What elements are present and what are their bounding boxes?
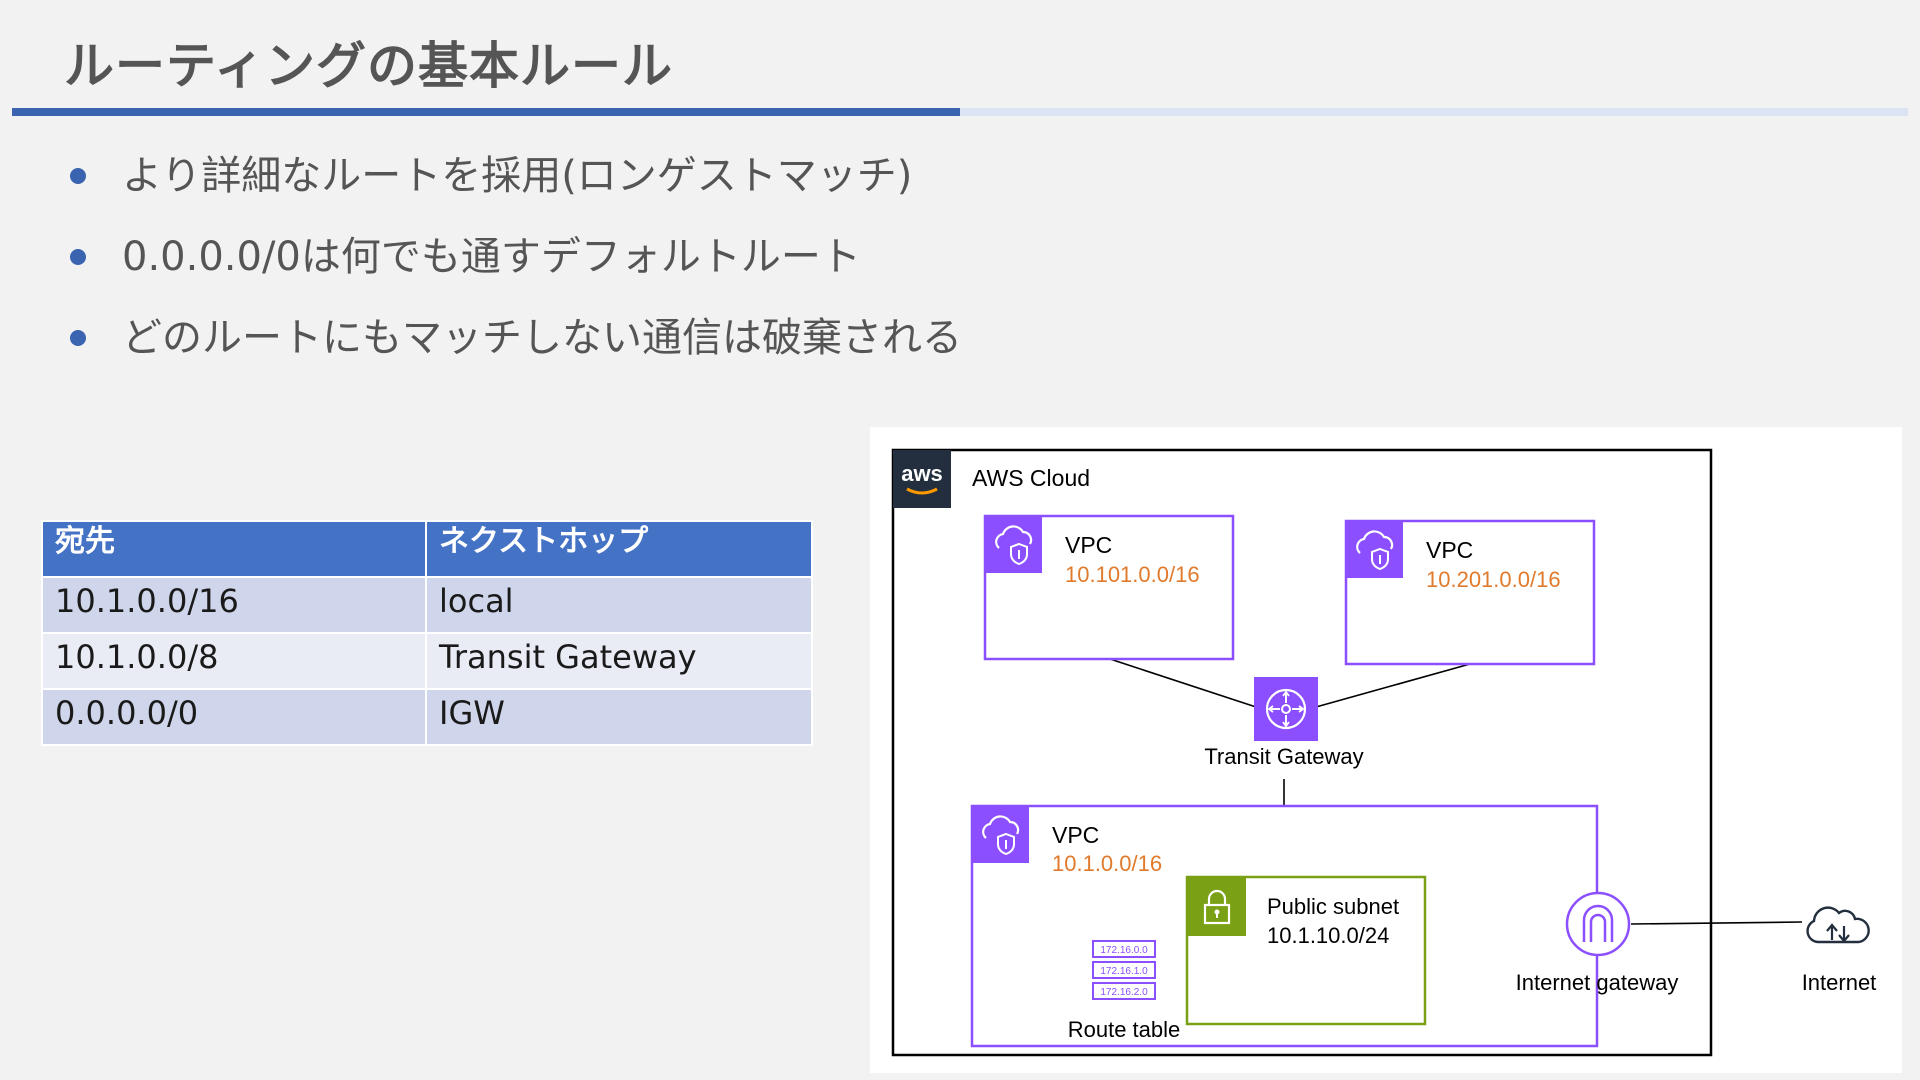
aws-smile-icon [906,487,938,495]
vpc-right-label: VPC [1426,537,1473,563]
internet-label: Internet [1802,970,1877,995]
vpc-right [1344,519,1596,666]
transit-gateway-icon-bg [1254,677,1318,741]
bullet-dot [70,249,86,265]
link-igw-internet [1630,921,1803,925]
bullet-item: 0.0.0.0/0は何でも通すデフォルトルート [68,231,962,312]
slide-title: ルーティングの基本ルール [64,37,673,95]
vpc-main-icon-bg [972,806,1029,863]
vpc-right-icon-bg [1346,521,1403,578]
architecture-diagram: aws AWS Cloud VPC 10.101.0.0/16 VPC 10.2… [870,427,1902,1073]
internet-cloud-icon [1806,906,1870,944]
bullet-item: より詳細なルートを採用(ロンゲストマッチ) [68,150,962,231]
header-next-hop: ネクストホップ [425,520,813,578]
lock-icon [1203,889,1231,925]
bullet-item: どのルートにもマッチしない通信は破棄される [68,312,962,393]
table-row: 10.1.0.0/8 Transit Gateway [41,632,813,690]
route-table-header: 宛先 ネクストホップ [41,520,813,578]
transit-gateway-icon [1265,688,1307,730]
bullet-text: どのルートにもマッチしない通信は破棄される [122,315,962,361]
vpc-left [983,514,1235,661]
vpc-cloud-icon [995,525,1033,566]
route-table-icon: 172.16.0.0 172.16.1.0 172.16.2.0 [1092,940,1156,1000]
internet-gateway-icon [1565,891,1631,957]
cell-next-hop: IGW [425,688,813,746]
vpc-main-cidr: 10.1.0.0/16 [1052,851,1162,876]
public-subnet-cidr: 10.1.10.0/24 [1267,923,1389,948]
route-entry-text: 172.16.2.0 [1100,987,1148,998]
vpc-main-label: VPC [1052,822,1099,848]
diagram-svg: aws AWS Cloud VPC 10.101.0.0/16 VPC 10.2… [891,448,1877,1057]
link-vpc-left-tgw [1109,658,1257,708]
link-vpc-right-tgw [1315,663,1471,708]
public-subnet [1185,875,1427,1026]
bullet-dot [70,330,86,346]
route-entry-text: 172.16.0.0 [1100,945,1148,956]
table-row: 10.1.0.0/16 local [41,576,813,634]
vpc-right-cidr: 10.201.0.0/16 [1426,567,1561,592]
vpc-left-icon-bg [985,516,1042,573]
cell-destination: 10.1.0.0/8 [41,632,427,690]
vpc-left-cidr: 10.101.0.0/16 [1065,562,1200,587]
aws-cloud-frame [891,448,1713,1057]
bullet-text: より詳細なルートを採用(ロンゲストマッチ) [122,153,913,199]
cell-next-hop: Transit Gateway [425,632,813,690]
route-table-label: Route table [1068,1017,1181,1042]
bullet-dot [70,168,86,184]
cell-destination: 10.1.0.0/16 [41,576,427,634]
bullet-list: より詳細なルートを採用(ロンゲストマッチ) 0.0.0.0/0は何でも通すデフォ… [68,150,962,393]
transit-gateway-label: Transit Gateway [1204,744,1363,769]
route-entry-text: 172.16.1.0 [1100,966,1148,977]
aws-logo-text: aws [901,461,943,486]
public-subnet-label: Public subnet [1267,894,1399,919]
table-row: 0.0.0.0/0 IGW [41,688,813,746]
vpc-cloud-icon [1356,530,1394,571]
route-table: 宛先 ネクストホップ 10.1.0.0/16 local 10.1.0.0/8 … [41,520,813,746]
cell-destination: 0.0.0.0/0 [41,688,427,746]
aws-cloud-label: AWS Cloud [972,465,1090,491]
vpc-left-label: VPC [1065,532,1112,558]
public-subnet-icon-bg [1187,877,1246,936]
vpc-cloud-icon [982,815,1020,856]
title-underline [12,108,1908,116]
cell-next-hop: local [425,576,813,634]
title-underline-accent [12,108,960,116]
header-destination: 宛先 [41,520,427,578]
bullet-text: 0.0.0.0/0は何でも通すデフォルトルート [122,234,861,280]
aws-logo [893,450,951,508]
internet-gateway-label: Internet gateway [1516,970,1679,995]
